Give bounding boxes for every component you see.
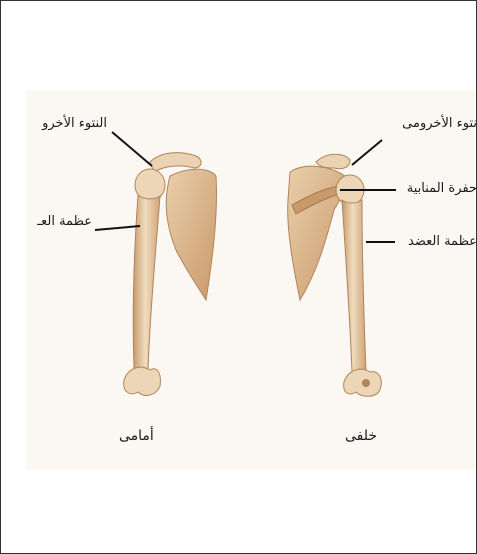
front-humerus-shaft [133,195,160,370]
label-back-humerus: عظمة العضد [408,234,477,250]
back-olecranon-fossa [362,379,370,387]
front-view-bones [124,153,217,396]
label-front-acromion: النتوء الأخرو [42,116,107,132]
back-humerus-shaft [342,200,366,372]
leader-front-acromion [112,132,152,166]
label-back-glenoid: حفرة المنابية [407,181,477,197]
front-scapula [166,169,216,300]
back-acromion [316,154,350,168]
caption-back-view: خلفى [345,428,377,444]
front-humerus-distal [124,367,161,395]
leader-front-humerus [95,226,140,230]
caption-front-view: أمامى [119,428,154,444]
label-front-humerus: عظمة العـ [37,214,92,230]
label-back-acromion: نتوء الأخرومى [402,116,477,132]
leader-back-acromion [352,140,382,165]
